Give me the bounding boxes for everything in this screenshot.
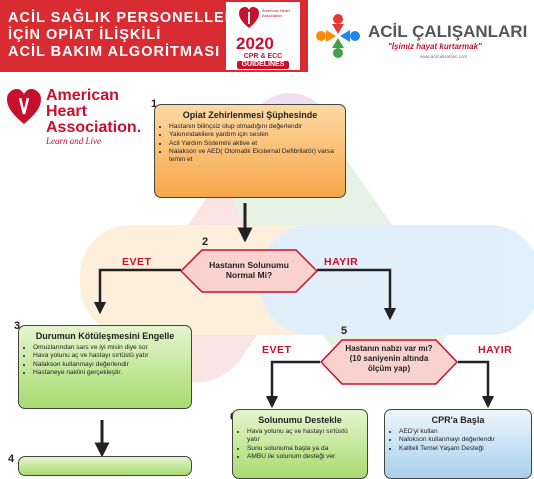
step-6-list: Hava yolunu aç ve hastayı sırtüstü yatır…: [233, 428, 367, 461]
flow-arrows: [93, 203, 495, 458]
label-hayir-step5: HAYIR: [478, 344, 513, 356]
header-title-line: ACİL SAĞLIK PERSONELLERİ: [8, 10, 242, 26]
list-item: Kaliteli Temel Yaşam Desteği: [399, 445, 525, 453]
step-2-line2: Normal Mi?: [225, 270, 273, 280]
aha-logo-text: American Heart Association.: [46, 88, 141, 136]
step-4-box: [18, 456, 192, 476]
step-6-title: Solunumu Destekle: [258, 415, 342, 425]
step-3-box: Durumun Kötüleşmesini Engelle Omuzlarınd…: [18, 325, 192, 409]
step-6-box: Solunumu Destekle Hava yolunu aç ve hast…: [232, 409, 368, 479]
brand-name: ACİL ÇALIŞANLARI: [368, 22, 528, 41]
aha-line2: Heart: [46, 103, 87, 120]
step-5-line2: (10 saniyenin altında: [349, 354, 429, 363]
step-5-line1: Hastanın nabzı var mı?: [345, 344, 433, 353]
step-1-box: Opiat Zehirlenmesi Şüphesinde Hastanın b…: [154, 104, 346, 198]
people-circle-icon: [316, 14, 360, 58]
list-item: Acil Yardım Sistemini aktive et: [169, 140, 339, 148]
list-item: Sunu solunuma başla ya da: [247, 445, 361, 453]
step-5-decision: [320, 339, 458, 385]
step-1-title: Opiat Zehirlenmesi Şüphesinde: [182, 110, 318, 120]
aha-tagline: Learn and Live: [46, 136, 101, 146]
list-item: Omuzlarından sars ve iyi misin diye sor: [33, 344, 185, 352]
list-item: Yakınındakilere yardım için seslen: [169, 131, 339, 139]
badge-guidelines: CPR & ECC GUIDELINES: [237, 53, 289, 69]
step-5-line3: ölçüm yap): [367, 364, 411, 373]
list-item: Nalokson kullanmayı değerlendir: [399, 436, 525, 444]
step-2-decision: [180, 249, 318, 293]
step-2-line1: Hastanın Solunumu: [209, 260, 289, 270]
aha-line3: Association.: [46, 119, 142, 136]
step-3-list: Omuzlarından sars ve iyi misin diye sor …: [19, 344, 191, 377]
step-3-title: Durumun Kötüleşmesini Engelle: [35, 331, 175, 341]
step-1-number: 1: [151, 98, 158, 110]
list-item: Nalakson kullanmayı değerlendir: [33, 361, 185, 369]
label-evet-step5: EVET: [262, 344, 292, 356]
step-1-list: Hastanın bilinçsiz olup olmadığını değer…: [155, 123, 345, 164]
step-7-box: CPR'a Başla AED'yi kullan Nalokson kulla…: [384, 409, 532, 479]
list-item: Hastanın bilinçsiz olup olmadığını değer…: [169, 123, 339, 131]
brand-url: www.acilcalisanlari.com: [420, 54, 468, 59]
list-item: Hastaneye naklini gerçekleştir.: [33, 369, 185, 377]
step-7-list: AED'yi kullan Nalokson kullanmayı değerl…: [385, 428, 531, 453]
arrow-5-no: [458, 360, 495, 409]
step-2-text: Hastanın Solunumu Normal Mi?: [180, 260, 318, 280]
step-5-number: 5: [341, 325, 348, 337]
label-hayir-right: HAYIR: [324, 256, 359, 268]
arrow-5-yes: [265, 360, 320, 409]
step-5-text: Hastanın nabzı var mı? (10 saniyenin alt…: [320, 344, 458, 374]
label-evet-left: EVET: [122, 256, 152, 268]
heart-torch-icon: [239, 7, 259, 28]
header-title-line: İÇİN OPİAT İLİŞKİLİ: [8, 27, 162, 43]
list-item: AED'yi kullan: [399, 428, 525, 436]
list-item: Hava yolunu aç ve hastayı sırtüstü yatır: [247, 428, 361, 445]
header-title: ACİL SAĞLIK PERSONELLERİ İÇİN OPİAT İLİŞ…: [8, 10, 241, 61]
step-2-number: 2: [202, 236, 209, 248]
list-item: Hava yolunu aç ve hastayı sırtüstü yatır: [33, 352, 185, 360]
badge-year: 2020: [236, 34, 274, 53]
list-item: Nalakson ve AED( Otomatik Eksternal Defi…: [169, 148, 339, 165]
badge-line1: CPR & ECC: [243, 53, 283, 60]
badge-line2: GUIDELINES: [237, 61, 289, 69]
list-item: AMBU ile solunum desteği ver: [247, 453, 361, 461]
aha-line1: American: [46, 87, 119, 104]
guidelines-badge: American Heart Association 2020 CPR & EC…: [226, 2, 300, 70]
arrow-2-yes: [93, 268, 181, 315]
brand-slogan: "İşimiz hayat kurtarmak": [388, 42, 482, 51]
arrow-2-no: [317, 268, 397, 321]
aha-heart-icon: [7, 89, 41, 124]
step-3-number: 3: [14, 320, 21, 332]
step-7-title: CPR'a Başla: [431, 415, 485, 425]
header-title-line: ACİL BAKIM ALGORİTMASI: [8, 44, 221, 60]
step-4-number: 4: [8, 453, 15, 465]
badge-aha-text: American Heart Association: [262, 8, 290, 18]
